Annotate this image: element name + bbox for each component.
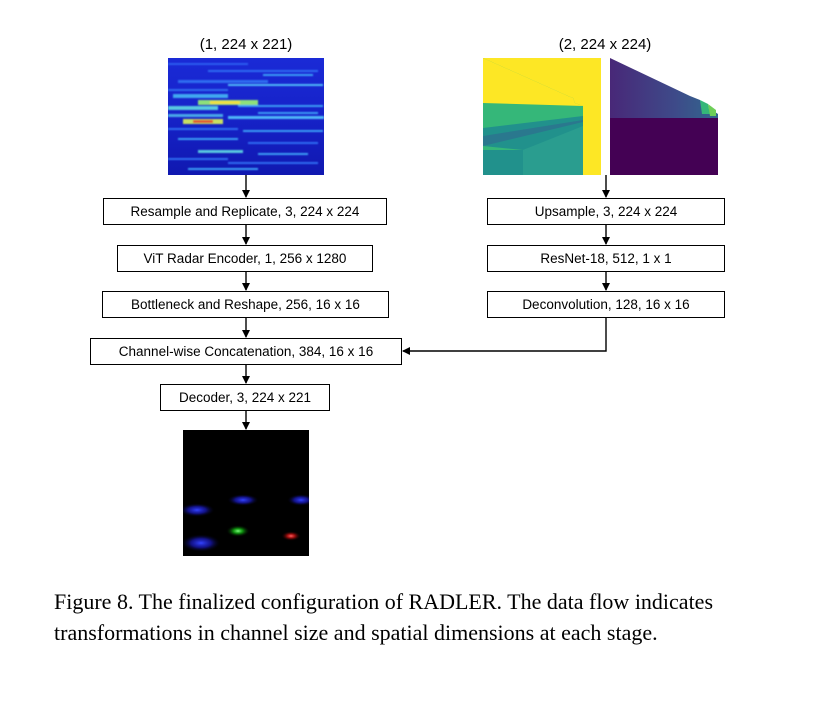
left-input-shape-label: (1, 224 x 221) xyxy=(199,36,293,53)
radar-heatmap-image xyxy=(168,58,324,175)
depth-map-image xyxy=(610,58,727,175)
output-detection-image xyxy=(183,430,309,556)
arrow-deconv-to-concat xyxy=(402,318,607,355)
rgb-segmentation-image xyxy=(483,58,601,175)
figure-caption: Figure 8. The finalized configuration of… xyxy=(54,589,714,645)
bottleneck-reshape-box: Bottleneck and Reshape, 256, 16 x 16 xyxy=(102,291,389,318)
decoder-box: Decoder, 3, 224 x 221 xyxy=(160,384,330,411)
right-input-shape-label: (2, 224 x 224) xyxy=(558,36,652,53)
deconvolution-box: Deconvolution, 128, 16 x 16 xyxy=(487,291,725,318)
upsample-box: Upsample, 3, 224 x 224 xyxy=(487,198,725,225)
resnet18-box: ResNet-18, 512, 1 x 1 xyxy=(487,245,725,272)
vit-radar-encoder-box: ViT Radar Encoder, 1, 256 x 1280 xyxy=(117,245,373,272)
resample-replicate-box: Resample and Replicate, 3, 224 x 224 xyxy=(103,198,387,225)
channel-concatenation-box: Channel-wise Concatenation, 384, 16 x 16 xyxy=(90,338,402,365)
